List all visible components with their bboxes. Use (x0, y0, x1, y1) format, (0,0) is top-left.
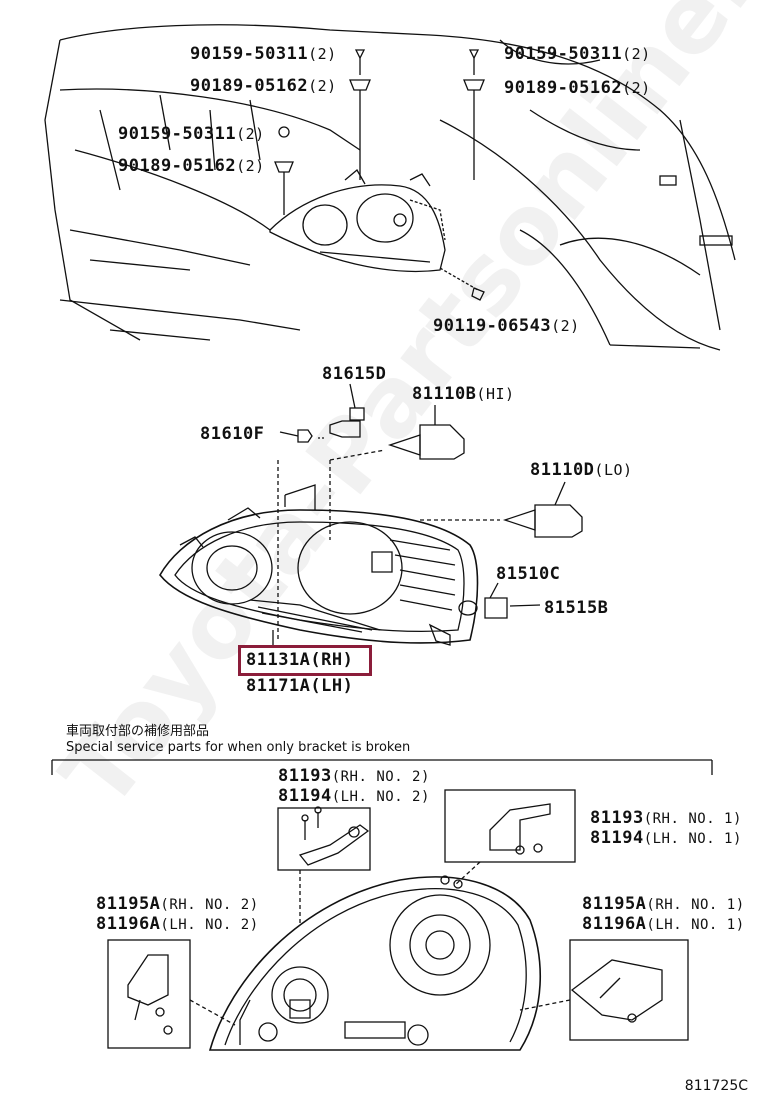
callout-bracket-rh2: 81193(RH. NO. 2) (278, 766, 430, 786)
bracket-part-boxes (107, 789, 689, 1049)
section-note-jp: 車両取付部の補修用部品 (66, 724, 210, 739)
fastener-drawing (274, 49, 485, 301)
callout-bulb-hi: 81110B(HI) (412, 384, 515, 404)
callout-wedge-bulb: 81510C (496, 564, 561, 584)
leader-lines (272, 383, 566, 645)
section-bracket-drawing (51, 759, 713, 775)
callout-stay-rh2: 81195A(RH. NO. 2) (96, 894, 259, 914)
callout-bulb-lo: 81110D(LO) (530, 460, 633, 480)
callout-bolt-right: 90159-50311(2) (504, 44, 651, 64)
callout-small-bulb: 81610F (200, 424, 265, 444)
callout-bracket-lh2: 81194(LH. NO. 2) (278, 786, 430, 806)
section-note-en: Special service parts for when only brac… (66, 740, 411, 755)
callout-stay-lh2: 81196A(LH. NO. 2) (96, 914, 259, 934)
callout-clip-right: 90189-05162(2) (504, 78, 651, 98)
highlight-box (238, 645, 372, 676)
bracket-details (127, 803, 663, 1035)
small-headlamp-drawing (269, 184, 446, 273)
car-body-drawing (44, 24, 736, 351)
part-lh-label: 81171A(LH) (246, 676, 354, 696)
rear-headlamp-drawing (189, 861, 571, 1051)
callout-bolt-left: 90159-50311(2) (190, 44, 337, 64)
callout-clip-left: 90189-05162(2) (190, 76, 337, 96)
callout-stay-rh1: 81195A(RH. NO. 1) (582, 894, 745, 914)
callout-screw: 90119-06543(2) (433, 316, 580, 336)
callout-socket-side: 81515B (544, 598, 609, 618)
callout-bolt-lower: 90159-50311(2) (118, 124, 265, 144)
callout-clip-lower: 90189-05162(2) (118, 156, 265, 176)
diagram-code: 811725C (684, 1078, 748, 1094)
part-rh-label[interactable]: 81131A(RH) (246, 650, 354, 670)
callout-bracket-rh1: 81193(RH. NO. 1) (590, 808, 742, 828)
callout-bracket-lh1: 81194(LH. NO. 1) (590, 828, 742, 848)
main-headlamp-drawing (159, 460, 479, 646)
bulbs-drawing (297, 407, 583, 619)
callout-stay-lh1: 81196A(LH. NO. 1) (582, 914, 745, 934)
callout-socket: 81615D (322, 364, 387, 384)
